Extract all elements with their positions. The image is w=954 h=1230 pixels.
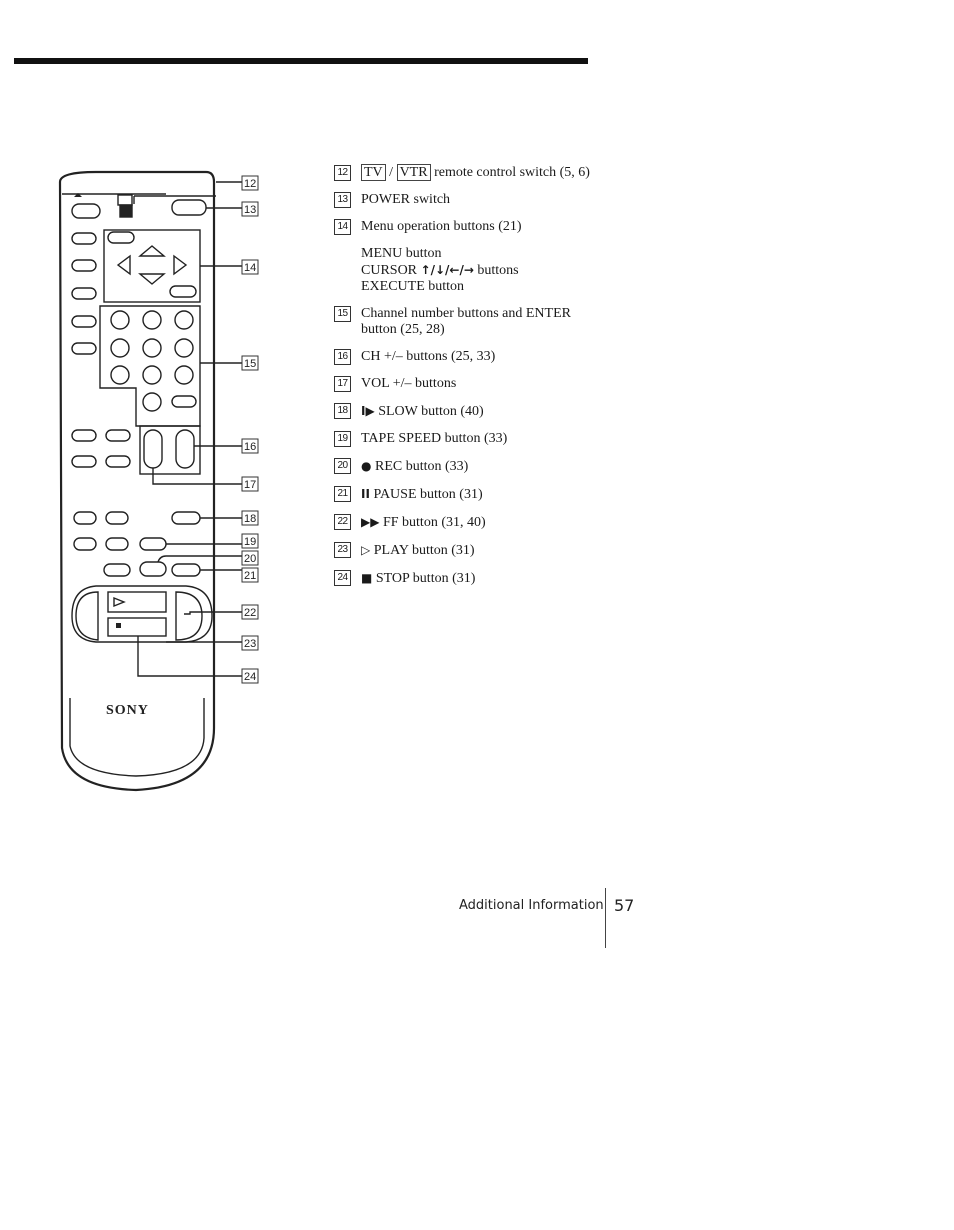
legend-text: remote control switch (5, 6) [430,165,590,180]
legend-text: CH +/– buttons (25, 33) [361,349,496,364]
svg-text:13: 13 [244,204,256,216]
legend-item-18: 18 I▶ SLOW button (40) [334,403,604,420]
legend-item-21: 21 II PAUSE button (31) [334,486,604,503]
legend-num: 16 [334,349,351,365]
legend-num: 15 [334,306,351,322]
play-icon: ▷ [361,543,371,557]
vol-button-icon [175,429,195,469]
power-switch-icon [171,199,207,216]
legend-item-17: 17 VOL +/– buttons [334,376,604,392]
page-number: 57 [614,896,635,915]
tv-vtr-switch [117,194,133,206]
legend-item-20: 20 ● REC button (33) [334,458,604,475]
cursor-down-icon [138,273,166,285]
cursor-up-icon [138,245,166,257]
callout-labels: 12 13 14 15 16 17 18 19 20 21 22 23 24 [241,175,259,684]
legend-num: 13 [334,192,351,208]
svg-text:17: 17 [244,479,256,491]
ff-icon: ▶▶ [361,515,380,529]
cursor-arrows-icon: ↑/↓/←/→ [420,263,474,277]
tape-speed-button-icon [139,537,167,551]
rec-button-icon [139,561,167,577]
legend-item-15: 15 Channel number buttons and ENTER butt… [334,306,604,338]
legend-text: TAPE SPEED button (33) [361,431,508,446]
svg-text:15: 15 [244,358,256,370]
legend-text: FF button (31, 40) [382,515,486,530]
legend-num: 24 [334,570,351,586]
ch-button-icon [143,429,163,469]
legend-text: SLOW button (40) [378,404,484,419]
cursor-left-icon [116,254,131,276]
svg-text:23: 23 [244,638,256,650]
legend-num: 18 [334,403,351,419]
pause-icon: II [361,487,370,501]
legend-num: 17 [334,376,351,392]
stop-button-icon [107,617,167,637]
legend-text: REC button (33) [374,459,469,474]
legend-item-16: 16 CH +/– buttons (25, 33) [334,349,604,365]
section-footer: Additional Information [459,898,604,913]
cursor-right-icon [173,254,188,276]
execute-button-text: EXECUTE button [361,279,465,294]
legend-item-24: 24 ■ STOP button (31) [334,570,604,587]
execute-button-icon [169,285,197,298]
legend-item-19: 19 TAPE SPEED button (33) [334,431,604,447]
slow-icon: I▶ [361,404,375,418]
legend-num: 22 [334,514,351,530]
svg-text:14: 14 [244,262,256,274]
header-rule [14,58,588,64]
legend-num: 14 [334,219,351,235]
ff-icon [175,591,203,641]
cursor-buttons-text: CURSOR ↑/↓/←/→ buttons [361,263,519,278]
play-button-icon [107,591,167,613]
legend-text: VOL +/– buttons [361,376,457,391]
vtr-label: VTR [396,164,431,181]
menu-button-icon [107,231,135,244]
legend-item-14: 14 Menu operation buttons (21) [334,219,604,235]
remote-body [58,170,216,792]
footer-divider [605,888,606,948]
legend-text: PAUSE button (31) [373,487,483,502]
stop-icon: ■ [361,571,373,585]
legend-num: 12 [334,165,351,181]
svg-text:22: 22 [244,607,256,619]
legend-num: 21 [334,486,351,502]
rec-icon: ● [361,459,372,473]
legend-num: 20 [334,458,351,474]
sony-logo: SONY [106,703,149,718]
rewind-icon [75,591,99,641]
legend-text: POWER switch [361,192,451,207]
remote-svg: 12 13 14 15 16 17 18 19 20 21 22 23 24 S… [58,170,259,792]
svg-text:20: 20 [244,553,256,565]
svg-text:24: 24 [244,671,256,683]
svg-text:19: 19 [244,536,256,548]
legend-item-14-sub: MENU button CURSOR ↑/↓/←/→ buttons EXECU… [334,246,604,295]
enter-button-icon [171,395,197,408]
legend-item-13: 13 POWER switch [334,192,604,208]
svg-text:12: 12 [244,178,256,190]
slow-button-icon [171,511,201,525]
separator: / [385,165,397,180]
tv-label: TV [361,164,386,181]
legend-text: PLAY button (31) [373,543,475,558]
svg-text:16: 16 [244,441,256,453]
legend-item-23: 23 ▷ PLAY button (31) [334,542,604,559]
legend-item-12: 12 TV / VTR remote control switch (5, 6) [334,164,604,181]
legend-item-22: 22 ▶▶ FF button (31, 40) [334,514,604,531]
legend-text: Channel number buttons and ENTER button … [361,306,571,337]
legend-num: 23 [334,542,351,558]
menu-button-text: MENU button [361,246,442,261]
legend-list: 12 TV / VTR remote control switch (5, 6)… [334,164,604,598]
legend-text: Menu operation buttons (21) [361,219,522,234]
pause-button-icon [171,563,201,577]
remote-illustration: 12 13 14 15 16 17 18 19 20 21 22 23 24 S… [56,168,270,796]
legend-text: STOP button (31) [375,571,476,586]
legend-num: 19 [334,431,351,447]
svg-text:21: 21 [244,570,256,582]
svg-text:18: 18 [244,513,256,525]
